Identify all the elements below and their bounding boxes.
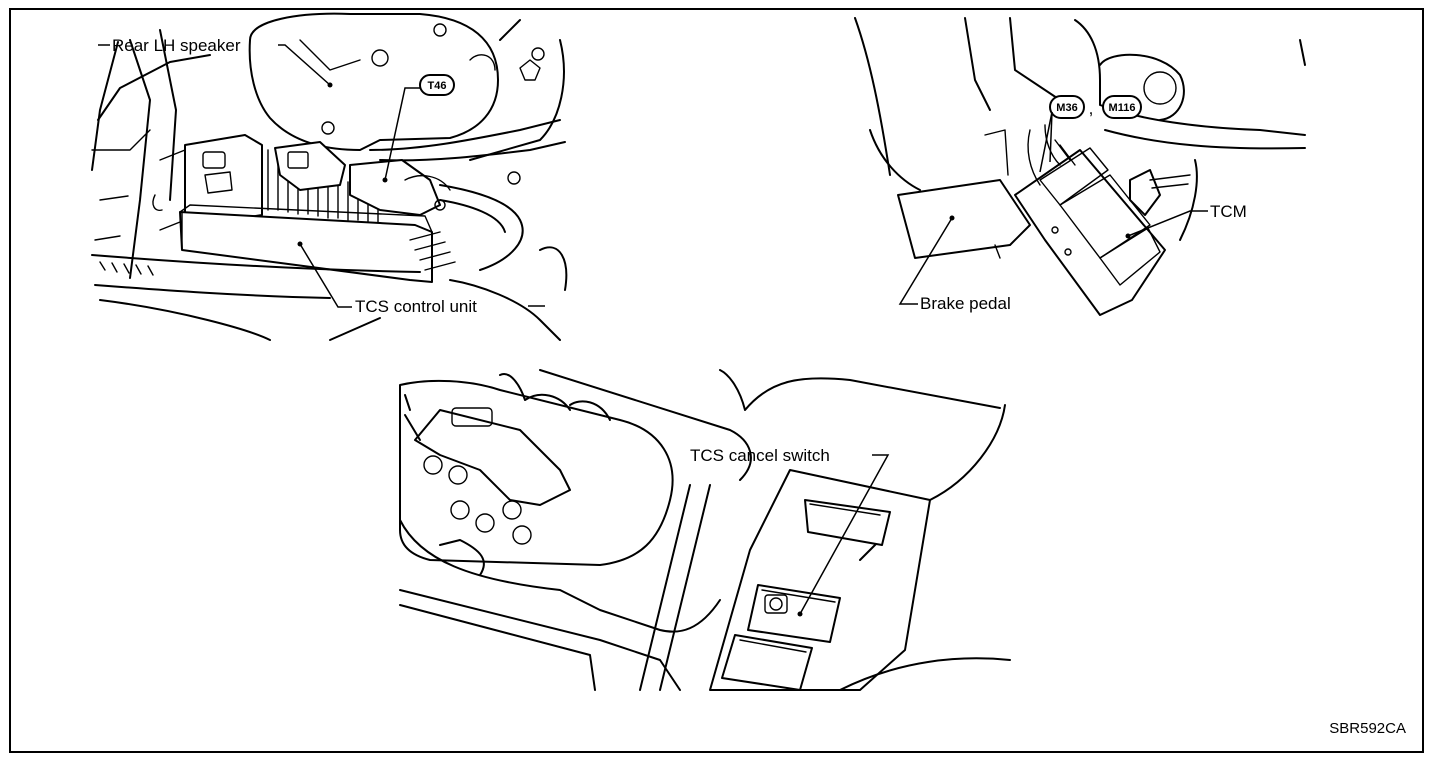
figure-id: SBR592CA xyxy=(1329,720,1406,737)
figure-frame xyxy=(9,8,1424,753)
tcs-cancel-switch-leader xyxy=(799,454,890,615)
connector-m116-badge xyxy=(1102,95,1142,119)
tcm-label: TCM xyxy=(1210,202,1247,221)
t46-leader xyxy=(384,87,420,181)
tcm-illustration xyxy=(854,17,1306,316)
tcm-leader xyxy=(1127,210,1208,237)
tcs-cancel-switch-illustration xyxy=(399,369,1011,691)
tcs-control-unit-leader xyxy=(299,243,352,308)
tcs-control-unit-label: TCS control unit xyxy=(355,297,477,316)
connector-m116-label: M116 xyxy=(1109,102,1136,114)
brake-pedal-label: Brake pedal xyxy=(920,294,1011,313)
connector-m36-badge xyxy=(1049,95,1085,119)
connector-t46-badge xyxy=(419,74,455,96)
connector-separator: , xyxy=(1089,99,1094,118)
connector-t46-label: T46 xyxy=(428,80,447,92)
rear-lh-speaker-label: Rear LH speaker xyxy=(112,36,241,55)
tcs-cancel-switch-label: TCS cancel switch xyxy=(690,446,830,465)
brake-pedal-leader xyxy=(898,217,953,305)
tcs-control-unit-illustration xyxy=(91,12,568,341)
connector-m36-label: M36 xyxy=(1056,102,1077,114)
